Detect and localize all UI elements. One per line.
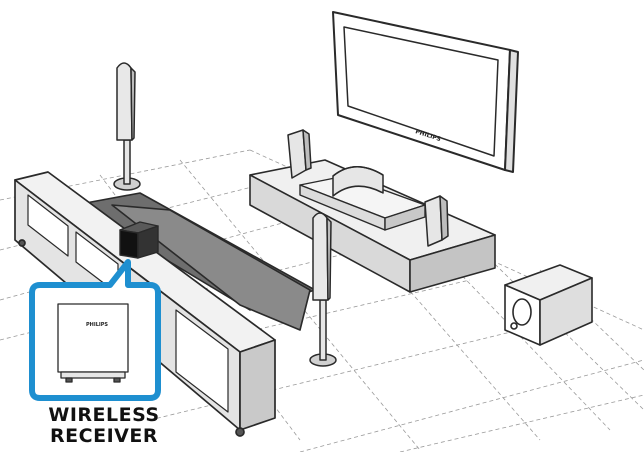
- callout-title-line1: WIRELESS: [4, 405, 204, 426]
- rear-left-tower-speaker: [114, 63, 140, 190]
- wireless-receiver-unit: [120, 222, 158, 258]
- wireless-receiver-callout: PHILIPS: [32, 262, 158, 398]
- callout-title-line2: RECEIVER: [4, 426, 204, 447]
- front-right-speaker: [425, 196, 448, 246]
- receiver-brand-label: PHILIPS: [86, 322, 108, 328]
- subwoofer: [505, 265, 592, 345]
- flat-screen-tv: PHILIPS: [333, 12, 518, 172]
- receiver-closeup: PHILIPS: [58, 304, 128, 382]
- callout-title: WIRELESS RECEIVER: [4, 405, 204, 447]
